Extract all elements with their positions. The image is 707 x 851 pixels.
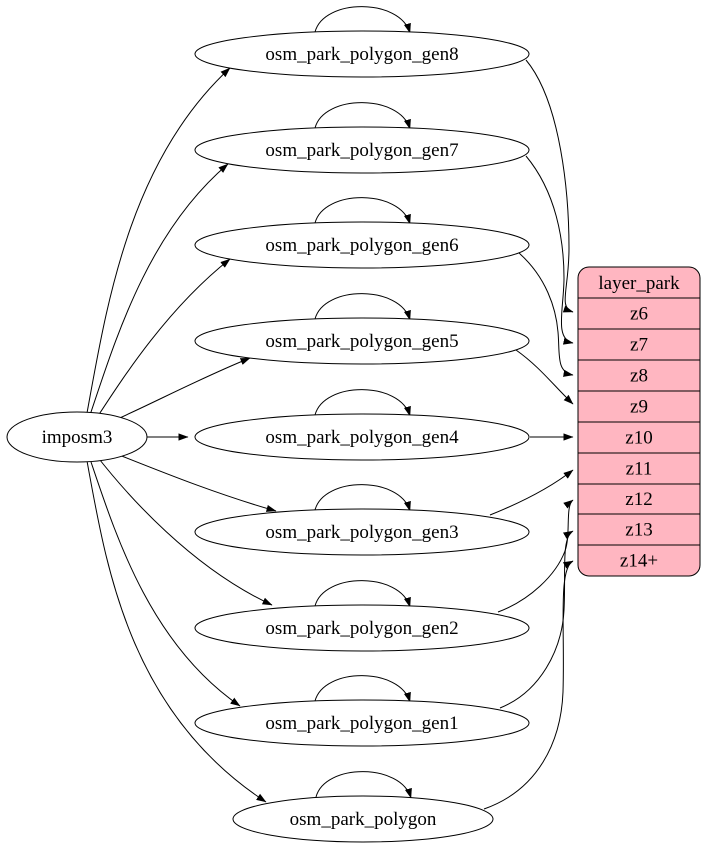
edge-polygon-to-z14plus [483, 560, 574, 810]
node-ellipse-osm-park-polygon-gen2 [194, 604, 530, 652]
edge-gen8-to-z6 [525, 59, 574, 313]
edge-imposm3-to-gen8 [86, 67, 231, 414]
self-loop-gen6 [314, 197, 411, 225]
edge-imposm3-to-gen7 [89, 163, 229, 416]
node-label-gen5: osm_park_polygon_gen5 [265, 331, 458, 352]
edge-gen1-to-z13 [499, 530, 574, 709]
edge-gen7-to-z7 [525, 155, 574, 345]
edge-imposm3-to-gen2 [95, 454, 273, 606]
node-ellipse-imposm3 [6, 411, 148, 463]
node-ellipse-osm-park-polygon-gen8 [194, 30, 530, 78]
record-row-z12: z12 [625, 489, 652, 510]
node-ellipse-osm-park-polygon-gen5 [194, 317, 530, 365]
edge-gen3-to-z11 [489, 469, 574, 516]
node-label-polygon: osm_park_polygon [290, 809, 437, 830]
record-row-z14plus: z14+ [620, 551, 658, 572]
record-row-z6: z6 [630, 304, 648, 325]
record-title: layer_park [598, 273, 680, 294]
node-ellipse-osm-park-polygon [232, 795, 494, 843]
node-ellipse-osm-park-polygon-gen4 [194, 413, 530, 461]
self-loop-gen7 [314, 102, 411, 130]
node-label-gen4: osm_park_polygon_gen4 [265, 427, 459, 448]
edge-imposm3-to-polygon [86, 460, 267, 803]
node-label-gen8: osm_park_polygon_gen8 [265, 44, 458, 65]
node-label-gen6: osm_park_polygon_gen6 [265, 235, 458, 256]
node-ellipse-osm-park-polygon-gen1 [194, 699, 530, 747]
edge-gen5-to-z9 [515, 349, 574, 405]
record-row-z10: z10 [625, 428, 652, 449]
record-row-z11: z11 [626, 459, 653, 480]
node-ellipse-osm-park-polygon-gen7 [194, 126, 530, 174]
node-label-gen3: osm_park_polygon_gen3 [265, 522, 458, 543]
node-label-imposm3: imposm3 [42, 427, 113, 448]
node-label-gen2: osm_park_polygon_gen2 [265, 618, 458, 639]
record-row-z13: z13 [625, 520, 652, 541]
self-loop-gen3 [314, 484, 411, 512]
node-ellipse-osm-park-polygon-gen3 [194, 508, 530, 556]
self-loop-gen8 [314, 6, 411, 34]
edge-gen6-to-z8 [518, 252, 574, 377]
self-loop-gen2 [314, 580, 411, 608]
self-loop-polygon [315, 771, 412, 799]
self-loop-gen4 [314, 389, 411, 417]
record-row-z7: z7 [630, 335, 648, 356]
edge-imposm3-to-gen1 [89, 458, 241, 707]
record-row-z9: z9 [630, 397, 648, 418]
self-loop-gen1 [314, 675, 411, 703]
node-label-gen1: osm_park_polygon_gen1 [265, 713, 458, 734]
edge-imposm3-to-gen6 [95, 258, 231, 420]
node-label-gen7: osm_park_polygon_gen7 [265, 140, 458, 161]
self-loop-gen5 [314, 293, 411, 321]
record-row-z8: z8 [630, 366, 648, 387]
node-ellipse-osm-park-polygon-gen6 [194, 221, 530, 269]
